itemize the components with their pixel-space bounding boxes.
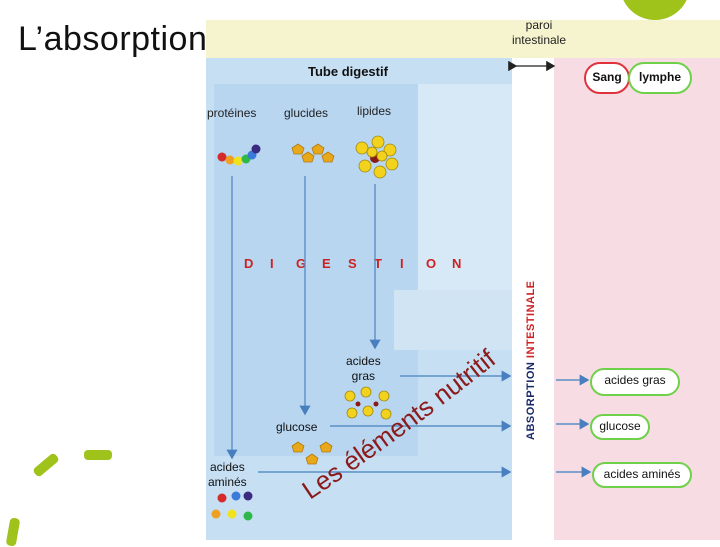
acides-gras-molecules	[344, 386, 392, 420]
digestion-letter: S	[348, 256, 357, 271]
paroi-line-1: paroi	[525, 18, 553, 32]
protein-molecule	[217, 144, 261, 166]
blood-panel	[554, 58, 720, 540]
lipid-molecule	[355, 135, 399, 179]
lymphe-badge: lymphe	[628, 62, 692, 94]
digestion-letter: I	[400, 256, 404, 271]
product-acides-gras: acides gras	[346, 354, 381, 384]
tube-digestif-label: Tube digestif	[308, 64, 388, 79]
page-title: L’absorption	[18, 20, 208, 58]
product-acides-gras-line-2: gras	[351, 369, 376, 383]
product-acides-gras-line-1: acides	[346, 354, 381, 368]
product-acides-amines: acides aminés	[208, 460, 247, 490]
digestion-letter: I	[270, 256, 274, 271]
digestion-letter: T	[374, 256, 382, 271]
digestion-letter: N	[452, 256, 462, 271]
digestive-panel-light-2	[394, 290, 512, 350]
digestion-letter: D	[244, 256, 254, 271]
amino-acid-molecules	[211, 491, 253, 521]
digestive-panel-light	[418, 84, 512, 294]
category-lipides: lipides	[357, 104, 392, 118]
product-glucose: glucose	[276, 420, 318, 434]
category-proteines: protéines	[207, 106, 257, 120]
title-band	[206, 20, 720, 58]
curved-text-path: Les éléments nutritifs	[0, 0, 502, 505]
category-glucides: glucides	[284, 106, 329, 120]
blood-acides-amines: acides aminés	[592, 462, 692, 488]
glucose-molecules	[291, 441, 333, 465]
decorative-dash	[84, 450, 112, 460]
digestion-letter: G	[296, 256, 307, 271]
intestinal-wall	[512, 58, 554, 540]
glucide-molecule	[291, 143, 335, 163]
decorative-green-shape	[620, 0, 690, 20]
blood-acides-gras: acides gras	[590, 368, 680, 396]
paroi-label: paroi intestinale	[494, 18, 584, 48]
paroi-line-2: intestinale	[511, 33, 567, 47]
blood-glucose: glucose	[590, 414, 650, 440]
product-acides-amines-line-2: aminés	[208, 475, 247, 489]
digestion-letter: O	[426, 256, 437, 271]
digestion-letter: E	[322, 256, 331, 271]
curved-text: Les éléments nutritifs	[0, 0, 502, 505]
product-acides-amines-line-1: acides	[210, 460, 245, 474]
